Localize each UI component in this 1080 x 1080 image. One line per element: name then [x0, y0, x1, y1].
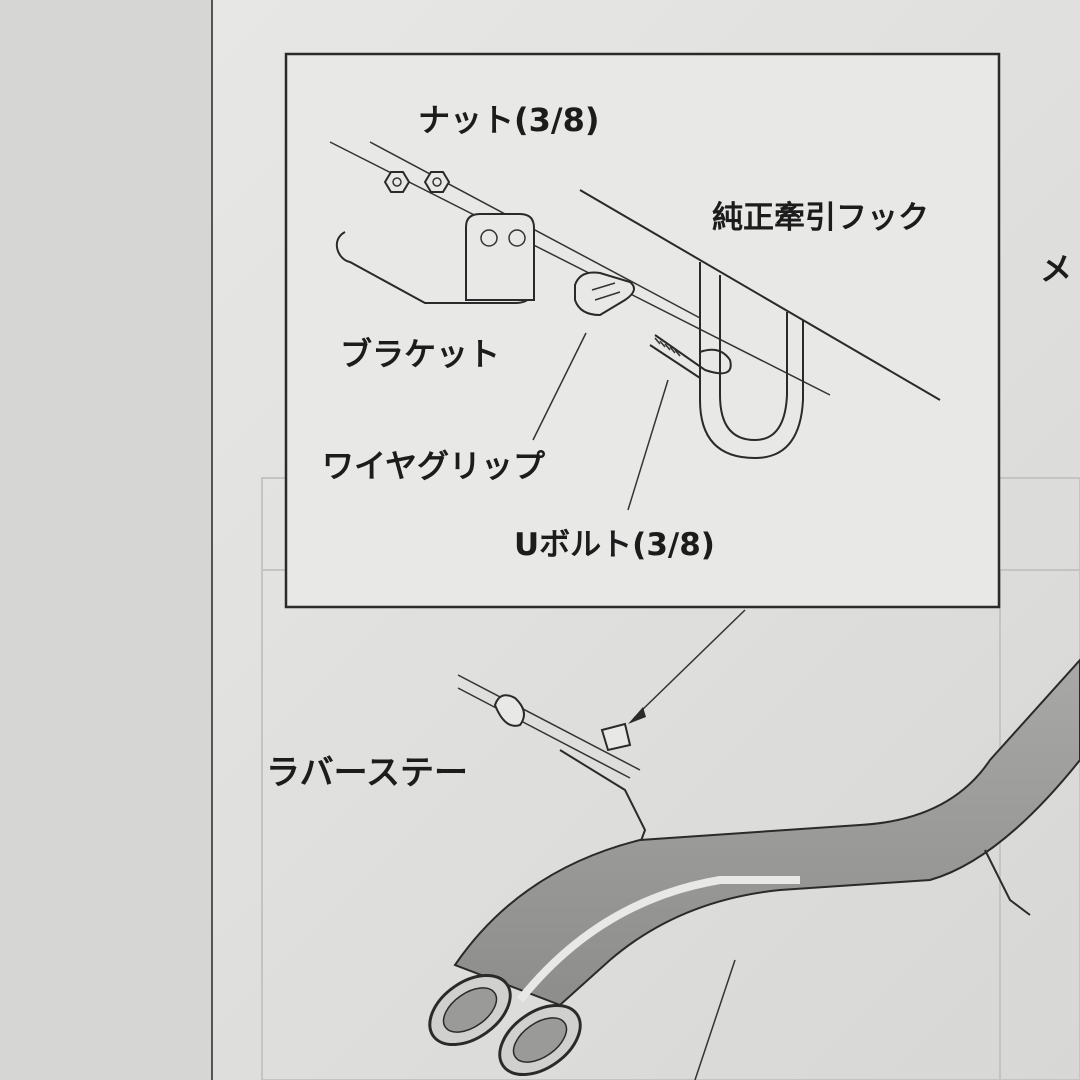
bracket-icon: [335, 213, 535, 304]
leader-lines: [532, 332, 746, 1080]
label-wire-grip: ワイヤグリップ: [322, 447, 546, 485]
nut-icon: [383, 171, 451, 193]
u-bolt-icon: [649, 334, 732, 379]
rubber-stay-icon: [457, 674, 647, 866]
detail-box: [284, 52, 1001, 609]
label-bracket: ブラケット: [340, 335, 500, 373]
tow-hook-icon: [579, 189, 941, 460]
wire-grip-icon: [574, 271, 635, 317]
label-u-bolt: Uボルト(3/8): [514, 527, 715, 563]
label-cut-off: メ: [1040, 250, 1072, 288]
label-tow-hook: 純正牽引フック: [712, 200, 929, 236]
exhaust-pipe-icon: [428, 658, 1080, 1077]
label-rubber-stay: ラバーステー: [266, 753, 468, 793]
label-nut: ナット(3/8): [418, 101, 599, 139]
left-page-edge: [0, 0, 212, 1080]
